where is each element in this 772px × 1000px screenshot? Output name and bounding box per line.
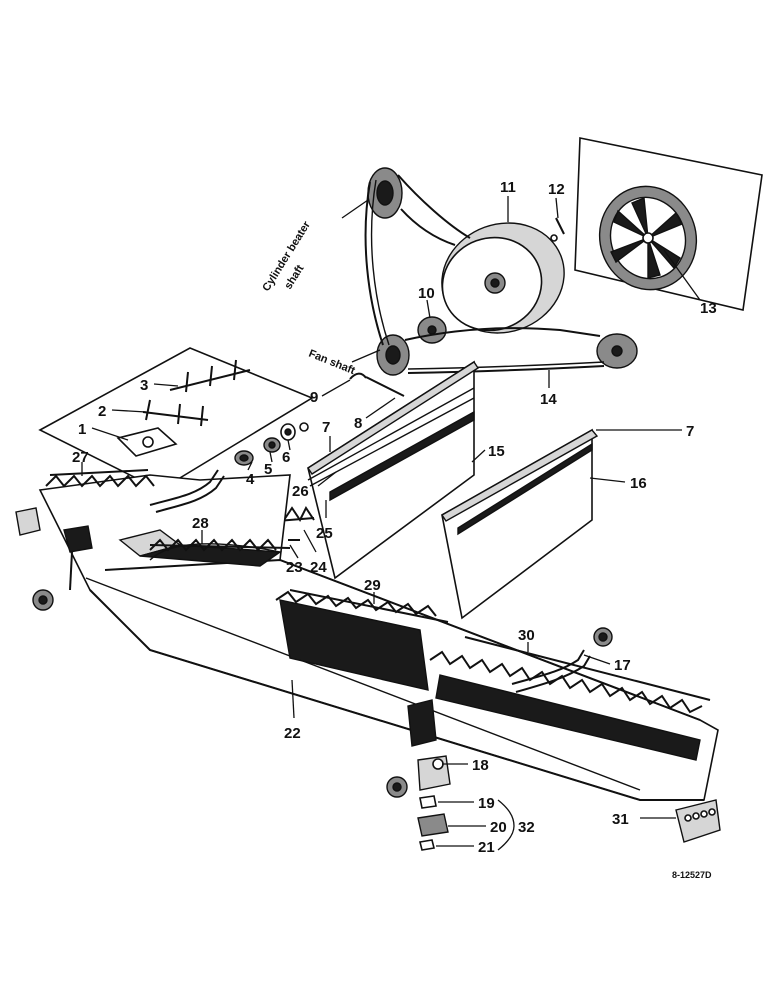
shims-19-21: [417, 795, 449, 851]
callout-24: 24: [310, 559, 327, 576]
callout-1: 1: [78, 421, 86, 438]
callout-20: 20: [490, 819, 507, 836]
callout-9: 9: [310, 389, 318, 406]
tube-17: [511, 649, 585, 685]
fan-inset: [574, 137, 763, 311]
drawing-code: 8-12527D: [672, 870, 712, 880]
panel-16: [441, 428, 599, 620]
spring-8: [365, 376, 405, 397]
callout-18: 18: [472, 757, 489, 774]
pin-12: [555, 217, 565, 235]
callout-12: 12: [548, 181, 565, 198]
kit-inset: [38, 347, 314, 491]
clip-6: [280, 423, 296, 441]
lower-pulley: [596, 333, 638, 369]
callout-15: 15: [488, 443, 505, 460]
callout-2: 2: [98, 403, 106, 420]
bracket-2: [142, 399, 209, 427]
callout-14: 14: [540, 391, 557, 408]
cylinder-beater-pulley: [367, 167, 403, 219]
drive-pulley-11: [441, 222, 565, 334]
label-fan-shaft: Fan shaft: [307, 348, 357, 378]
callout-21: 21: [478, 839, 495, 856]
rail-30: [464, 636, 711, 701]
callout-27: 27: [72, 449, 89, 466]
nut-bottom: [386, 776, 408, 798]
callout-28: 28: [192, 515, 209, 532]
callout-7a: 7: [322, 419, 330, 436]
callout-22: 22: [284, 725, 301, 742]
nut-left: [32, 589, 54, 611]
panel-15: [307, 360, 479, 580]
callouts: 1 2 3 4 5 6 7 7 8 9 10 11 12 13 14 15 16…: [72, 179, 717, 856]
hook-9: [349, 372, 367, 380]
rail-27: [49, 469, 149, 476]
callout-13: 13: [700, 300, 717, 317]
callout-29: 29: [364, 577, 381, 594]
callout-3: 3: [140, 377, 148, 394]
callout-17: 17: [614, 657, 631, 674]
callout-19: 19: [478, 795, 495, 812]
callout-10: 10: [418, 285, 435, 302]
callout-8: 8: [354, 415, 362, 432]
tube-upper: [149, 469, 219, 506]
callout-6: 6: [282, 449, 290, 466]
callout-5: 5: [264, 461, 272, 478]
callout-32: 32: [518, 819, 535, 836]
fan-pulley: [376, 334, 410, 376]
callout-11: 11: [500, 179, 516, 196]
pin-12-head: [550, 234, 558, 242]
callout-30: 30: [518, 627, 535, 644]
leader-lines: [81, 196, 682, 851]
callout-4: 4: [246, 471, 255, 488]
plate-1: [116, 427, 178, 457]
left-hanger: [63, 525, 93, 553]
end-plate-31: [675, 799, 721, 843]
rail-28: [149, 544, 291, 549]
callout-25: 25: [316, 525, 333, 542]
bracket-3: [169, 359, 251, 393]
elevator-body-22: [38, 474, 719, 801]
pin-6: [299, 422, 309, 432]
bushing-5: [263, 437, 281, 453]
idler-pulley-10: [417, 316, 447, 344]
rail-29: [289, 589, 449, 623]
belts: [364, 174, 605, 374]
bushing-4: [234, 450, 254, 466]
callout-26: 26: [292, 483, 309, 500]
nut-right: [593, 627, 613, 647]
left-end-bracket: [15, 507, 41, 536]
callout-23: 23: [286, 559, 303, 576]
callout-7b: 7: [686, 423, 694, 440]
callout-16: 16: [630, 475, 647, 492]
callout-31: 31: [612, 811, 629, 828]
